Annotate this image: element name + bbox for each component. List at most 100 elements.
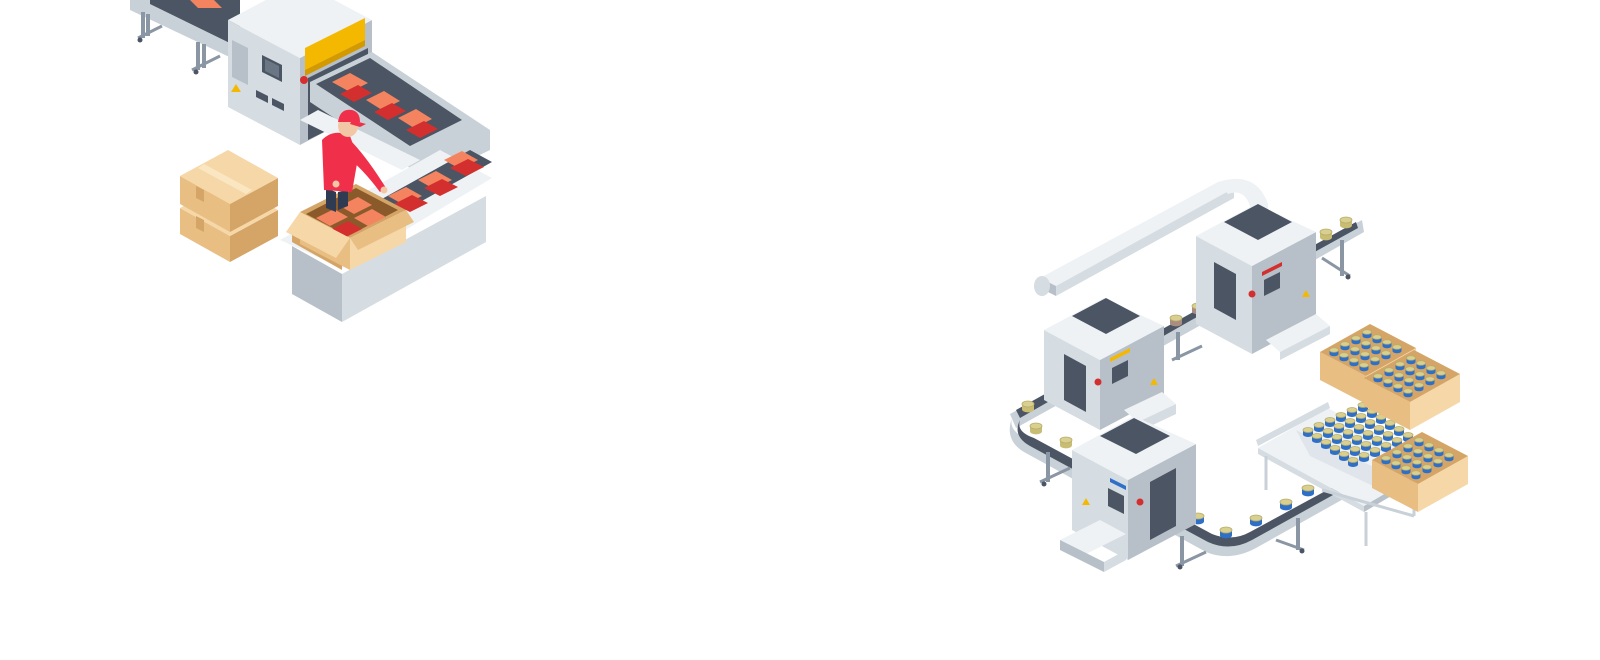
can [1373,373,1383,383]
can [1351,435,1363,445]
can [1403,443,1413,453]
stacked-boxes [180,150,278,262]
can [1355,413,1367,423]
can [1402,454,1412,464]
can [1394,372,1404,382]
can [1371,436,1383,446]
conveyor-leg [191,42,221,75]
can [1362,329,1372,339]
can [1340,440,1352,450]
can [1381,455,1391,465]
can-cartons [1320,324,1468,512]
can [1350,346,1360,356]
can [1333,423,1345,433]
canning-machine [1196,204,1330,360]
can [1346,407,1358,417]
can [1372,334,1382,344]
can [1344,418,1356,428]
can [1320,439,1332,449]
can [1351,335,1361,345]
emergency-button-icon [300,76,308,84]
can [1349,446,1361,456]
can [1279,498,1293,511]
canning-machine [1060,416,1196,572]
can [1411,470,1421,480]
can [1426,365,1436,375]
can [1384,420,1396,430]
can [1393,426,1405,436]
canning-line [1009,178,1468,572]
can [1339,216,1353,229]
can [1339,352,1349,362]
control-panel-icon [1264,272,1280,296]
emergency-button-icon [1094,378,1102,386]
can [1405,366,1415,376]
can [1342,429,1354,439]
can [1436,370,1446,380]
can [1412,459,1422,469]
can [1219,526,1233,539]
can [1414,382,1424,392]
conveyor-leg [1175,536,1207,570]
can [1406,355,1416,365]
can [1311,433,1323,443]
conveyor-leg [1171,332,1203,362]
control-panel-icon [1108,488,1124,514]
can [1370,356,1380,366]
can [1358,452,1370,462]
upper-conveyor [130,0,240,75]
main-conveyor [300,52,490,180]
packing-line [130,0,492,322]
product-tray [444,151,484,176]
can [1444,452,1454,462]
can [1416,360,1426,370]
can [1424,442,1434,452]
can [1382,431,1394,441]
can [1425,376,1435,386]
product-tray [388,187,428,212]
can [1362,430,1374,440]
can [1392,449,1402,459]
control-panel-icon [262,55,282,82]
can [1313,422,1325,432]
can [1301,484,1315,497]
emergency-button-icon [1136,498,1144,506]
can [1302,427,1314,437]
can [1331,434,1343,444]
can [1364,419,1376,429]
conveyor-leg [1275,518,1305,554]
warning-triangle-icon [1082,498,1090,505]
overhead-duct [1034,178,1268,296]
can [1381,350,1391,360]
can [1059,436,1073,449]
can [1322,428,1334,438]
conveyor-leg [1321,240,1351,280]
can [1353,424,1365,434]
can-carton [1364,350,1460,430]
cardboard-box [180,150,278,232]
can [1371,345,1381,355]
can [1021,400,1035,413]
can [1404,377,1414,387]
conveyor-leg [137,12,163,43]
can [1433,458,1443,468]
can [1360,441,1372,451]
can [1319,228,1333,241]
emergency-button-icon [1248,290,1256,298]
can [1329,445,1341,455]
conveyor-leg [1039,452,1071,487]
can [1361,340,1371,350]
can [1347,457,1359,467]
can [1434,447,1444,457]
can [1423,453,1433,463]
can [1392,344,1402,354]
can-groups [1302,402,1414,467]
can [1422,464,1432,474]
can [1349,357,1359,367]
can [1340,341,1350,351]
can [1249,514,1263,527]
can [1324,417,1336,427]
can [1413,448,1423,458]
can [1329,347,1339,357]
